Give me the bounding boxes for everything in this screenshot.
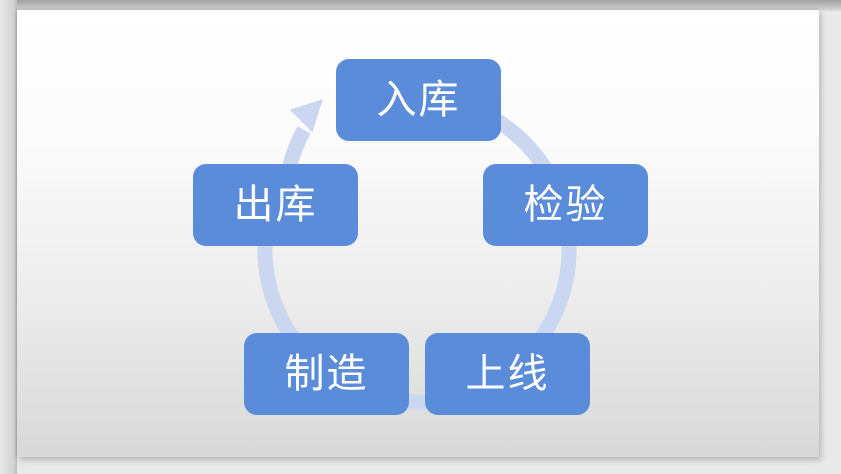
cycle-node-label: 检验 — [523, 183, 608, 227]
cycle-node-top[interactable]: 入库 — [336, 59, 501, 141]
cycle-arrowhead-icon — [289, 99, 323, 133]
cycle-node-label: 上线 — [465, 352, 550, 396]
slide-canvas: 入库 检验 上线 制造 出库 — [17, 10, 819, 457]
window-left-shadow — [0, 0, 17, 474]
cycle-diagram: 入库 检验 上线 制造 出库 — [17, 10, 819, 457]
cycle-node-right[interactable]: 检验 — [483, 164, 648, 246]
cycle-node-label: 出库 — [233, 183, 318, 227]
cycle-node-bottom-left[interactable]: 制造 — [244, 333, 409, 415]
window-top-shadow — [0, 0, 841, 11]
cycle-node-left[interactable]: 出库 — [193, 164, 358, 246]
cycle-node-label: 入库 — [376, 78, 461, 122]
cycle-node-label: 制造 — [284, 352, 369, 396]
cycle-node-bottom-right[interactable]: 上线 — [425, 333, 590, 415]
